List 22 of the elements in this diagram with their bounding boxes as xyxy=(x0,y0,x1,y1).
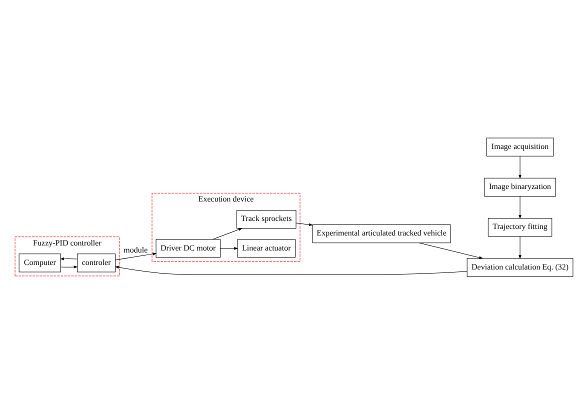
node-box: Track sprockets xyxy=(236,210,296,228)
node-box: Image acquisition xyxy=(486,137,554,156)
arrow xyxy=(418,242,483,258)
node-box: Experimental articulated tracked vehicle xyxy=(312,224,451,243)
arrow xyxy=(212,228,242,240)
arrow xyxy=(518,156,522,178)
arrow xyxy=(60,265,78,268)
node-box: controler xyxy=(77,253,116,272)
edge-label: module xyxy=(124,244,148,254)
arrow xyxy=(115,265,468,274)
arrow xyxy=(296,222,313,226)
node-box: Computer xyxy=(18,253,61,272)
arrow xyxy=(220,246,238,250)
arrow xyxy=(518,196,522,218)
node-box: Trajectory fitting xyxy=(488,218,552,236)
node-box: Deviation calculation Eq. (32) xyxy=(466,258,574,276)
node-box: Driver DC motor xyxy=(156,238,220,258)
arrow xyxy=(518,236,522,258)
arrow xyxy=(60,257,78,260)
arrow xyxy=(115,252,156,260)
node-box: Image binaryzation xyxy=(484,177,556,196)
node-box: Linear actuator xyxy=(237,238,296,258)
